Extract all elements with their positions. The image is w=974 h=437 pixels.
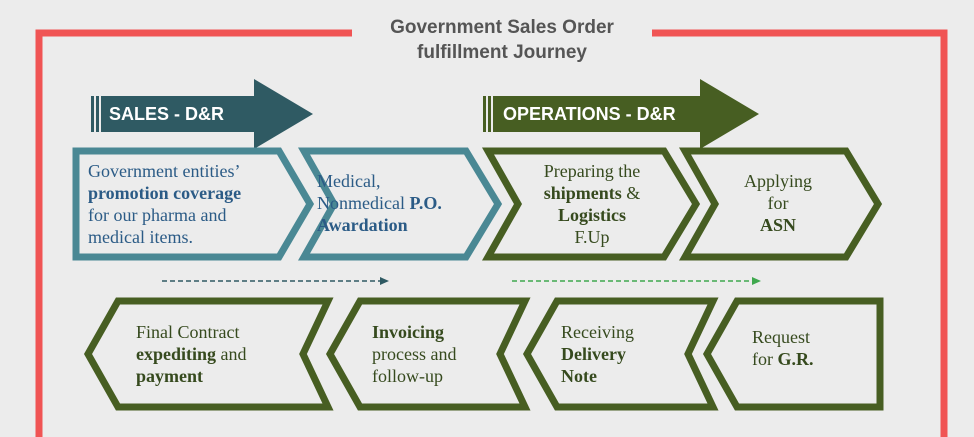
operations-banner-arrow — [483, 79, 759, 149]
step-promotion-line-2: promotion coverage — [88, 183, 242, 203]
step-promotion-line-1: Government entities’ — [88, 161, 241, 181]
step-invoicing-text: Invoicing process and follow-up — [372, 321, 456, 387]
step-gr-line-2: for G.R. — [752, 348, 814, 370]
step-po-award-text: Medical, Nonmedical P.O. Awardation — [317, 170, 442, 236]
step-asn-line-2: for — [767, 193, 789, 213]
step-po-award-line-2: Nonmedical P.O. — [317, 192, 442, 214]
step-delivery-line-1: Receiving — [561, 322, 634, 342]
sales-banner-arrow — [91, 79, 313, 149]
step-po-award-line-3: Awardation — [317, 215, 408, 235]
step-gr-chevron — [702, 297, 884, 411]
step-invoicing-line-2: process and — [372, 344, 457, 364]
step-delivery-line-3: Note — [561, 366, 597, 386]
step-po-award-line-2a: Nonmedical — [317, 193, 410, 213]
step-shipments-line-4: F.Up — [574, 227, 610, 247]
operations-banner-label: OPERATIONS - D&R — [503, 104, 676, 124]
step-shipments-line-2b: & — [621, 183, 641, 203]
step-delivery-line-2: Delivery — [561, 344, 626, 364]
step-asn-line-3: ASN — [759, 215, 796, 235]
step-promotion-line-3: for our pharma and — [88, 205, 227, 225]
step-promotion-text: Government entities’ promotion coverage … — [88, 160, 241, 248]
title-line-2: fulfillment Journey — [417, 42, 587, 63]
step-asn-chevron — [678, 147, 883, 261]
step-po-award-chevron — [297, 147, 503, 261]
step-asn-text: Applying for ASN — [718, 170, 838, 236]
step-gr-line-2a: for — [752, 349, 778, 369]
step-shipments-line-2a: shipments — [543, 183, 622, 203]
dashed-arrow-operations — [512, 277, 761, 285]
step-final-contract-line-3: payment — [136, 366, 203, 386]
step-final-contract-line-2a: expediting — [136, 344, 217, 364]
step-shipments-line-1: Preparing the — [543, 161, 641, 181]
step-invoicing-chevron — [325, 297, 531, 411]
step-shipments-line-2: shipments & — [522, 182, 662, 204]
dashed-arrow-sales — [162, 277, 389, 285]
step-invoicing-line-1: Invoicing — [372, 322, 445, 342]
step-shipments-chevron — [481, 147, 701, 261]
step-delivery-text: Receiving Delivery Note — [561, 321, 634, 387]
step-final-contract-line-1: Final Contract — [136, 322, 240, 342]
step-final-contract-line-2b: and — [216, 344, 247, 364]
step-final-contract-chevron — [83, 297, 334, 411]
step-po-award-line-2b: P.O. — [409, 193, 442, 213]
step-final-contract-line-2: expediting and — [136, 343, 247, 365]
step-shipments-text: Preparing the shipments & Logistics F.Up — [522, 160, 662, 248]
step-delivery-chevron — [522, 297, 719, 411]
step-promotion-chevron — [72, 147, 315, 261]
step-po-award-line-1: Medical, — [317, 171, 381, 191]
step-gr-text: Request for G.R. — [752, 326, 814, 370]
step-promotion-line-4: medical items. — [88, 227, 193, 247]
diagram-title: Government Sales Order fulfillment Journ… — [352, 15, 652, 65]
step-gr-line-1: Request — [752, 327, 810, 347]
step-gr-line-2b: G.R. — [777, 349, 814, 369]
sales-banner-label: SALES - D&R — [109, 104, 225, 124]
step-invoicing-line-3: follow-up — [372, 366, 443, 386]
title-line-1: Government Sales Order — [390, 17, 614, 38]
step-final-contract-text: Final Contract expediting and payment — [136, 321, 247, 387]
step-asn-line-1: Applying — [743, 171, 812, 191]
step-shipments-line-3: Logistics — [557, 205, 626, 225]
outer-frame — [35, 29, 948, 437]
